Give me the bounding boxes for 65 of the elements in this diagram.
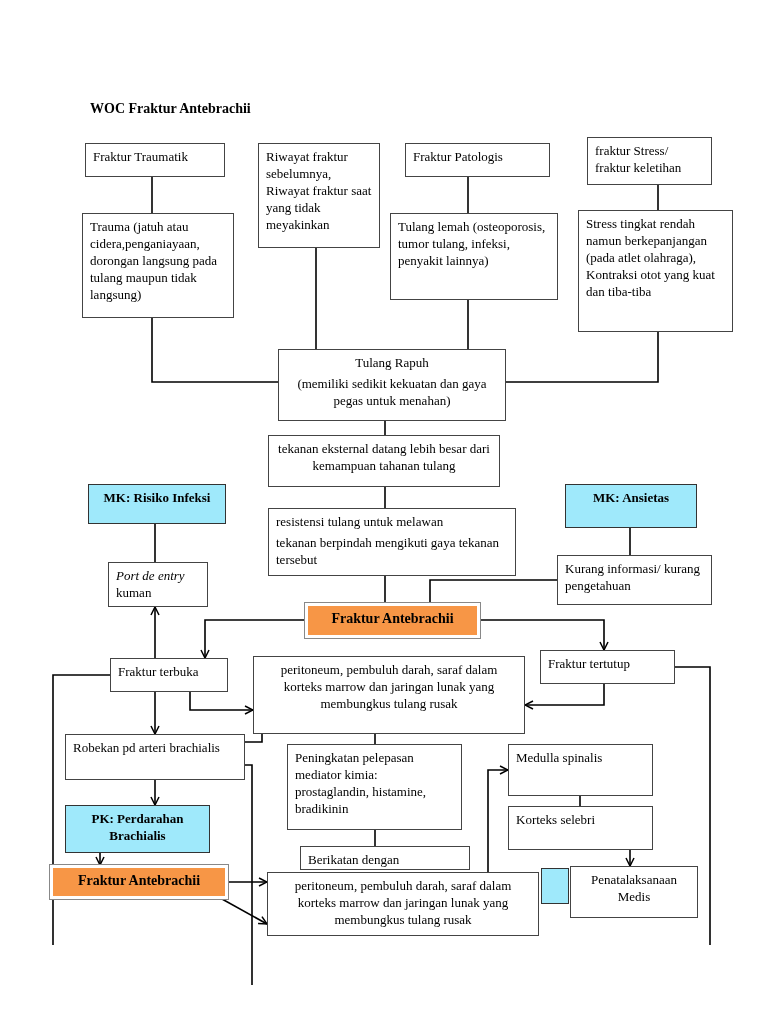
arrow [150, 691, 160, 735]
connector-line [467, 299, 469, 350]
connector-line [151, 176, 153, 214]
arrow [150, 606, 160, 659]
diagnosis-box: MK: Ansietas [565, 484, 697, 528]
process-box: Fraktur terbuka [110, 658, 228, 692]
diagram-title: WOC Fraktur Antebrachii [90, 101, 251, 117]
box-heading: Tulang Rapuh [354, 354, 430, 371]
process-box: Tulang lemah (osteoporosis, tumor tulang, infeksi, penyakit lainnya) [390, 213, 558, 300]
arrow [150, 779, 160, 806]
diagnosis-box: MK: Risiko Infeksi [88, 484, 226, 524]
arrow [524, 683, 605, 710]
connector-line [467, 176, 469, 214]
process-box: Riwayat fraktur sebelumnya, Riwayat fraktur saat yang tidak meyakinkan [258, 143, 380, 248]
process-box: Korteks selebri [508, 806, 653, 850]
connector-line [429, 579, 558, 604]
process-box [268, 508, 516, 576]
arrow [625, 849, 635, 867]
connector-line [315, 247, 317, 350]
connector-line [374, 733, 376, 745]
arrow [95, 852, 105, 866]
process-box: Kurang informasi/ kurang pengetahuan [557, 555, 712, 605]
process-box [278, 349, 506, 421]
empty-box [541, 868, 569, 904]
connector-line [151, 317, 279, 383]
connector-line [674, 666, 711, 946]
diagnosis-box: PK: Perdarahan Brachialis [65, 805, 210, 853]
process-box: Berikatan dengan [300, 846, 470, 870]
arrow [227, 877, 268, 887]
process-box: Trauma (jatuh atau cidera,penganiayaan, dorongan langsung pada tulang maupun tidak langsung) [82, 213, 234, 318]
connector-line [154, 523, 156, 563]
connector-line [657, 184, 659, 211]
connector-line [244, 764, 253, 986]
connector-line [505, 331, 659, 383]
process-box: Fraktur Patologis [405, 143, 550, 177]
arrow [479, 619, 609, 651]
process-box: peritoneum, pembuluh darah, saraf dalam korteks marrow dan jaringan lunak yang membungkus tulang rusak [267, 872, 539, 936]
connector-line [384, 575, 386, 604]
highlight-box: Fraktur Antebrachii [305, 603, 480, 638]
connector-line [384, 420, 386, 436]
process-box: Port de entry kuman [108, 562, 208, 607]
connector-line [244, 733, 263, 743]
arrow [221, 898, 268, 925]
process-box: Medulla spinalis [508, 744, 653, 796]
process-box: Robekan pd arteri brachialis [65, 734, 245, 780]
process-box: Stress tingkat rendah namun berkepanjangan (pada atlet olahraga), Kontraksi otot yang kuat dan tiba-tiba [578, 210, 733, 332]
process-box: Fraktur tertutup [540, 650, 675, 684]
process-box: fraktur Stress/ fraktur keletihan [587, 137, 712, 185]
highlight-box: Fraktur Antebrachii [50, 865, 228, 899]
process-box: Penatalaksanaan Medis [570, 866, 698, 918]
arrow [200, 619, 306, 659]
arrow [487, 765, 509, 873]
box-text: (memiliki sedikit kekuatan dan gaya pegas untuk menahan) [296, 375, 488, 409]
arrow [189, 691, 254, 715]
connector-line [374, 829, 376, 847]
process-box: Fraktur Traumatik [85, 143, 225, 177]
connector-line [52, 674, 111, 946]
process-box: tekanan eksternal datang lebih besar dari kemampuan tahanan tulang [268, 435, 500, 487]
connector-line [629, 527, 631, 556]
process-box: Peningkatan pelepasan mediator kimia: prostaglandin, histamine, bradikinin [287, 744, 462, 830]
process-box: peritoneum, pembuluh darah, saraf dalam korteks marrow dan jaringan lunak yang membungkus tulang rusak [253, 656, 525, 734]
connector-line [579, 795, 581, 807]
box-text: tekanan berpindah mengikuti gaya tekanan tersebut [276, 534, 501, 568]
connector-line [384, 486, 386, 509]
box-heading: resistensi tulang untuk melawan [276, 513, 445, 530]
